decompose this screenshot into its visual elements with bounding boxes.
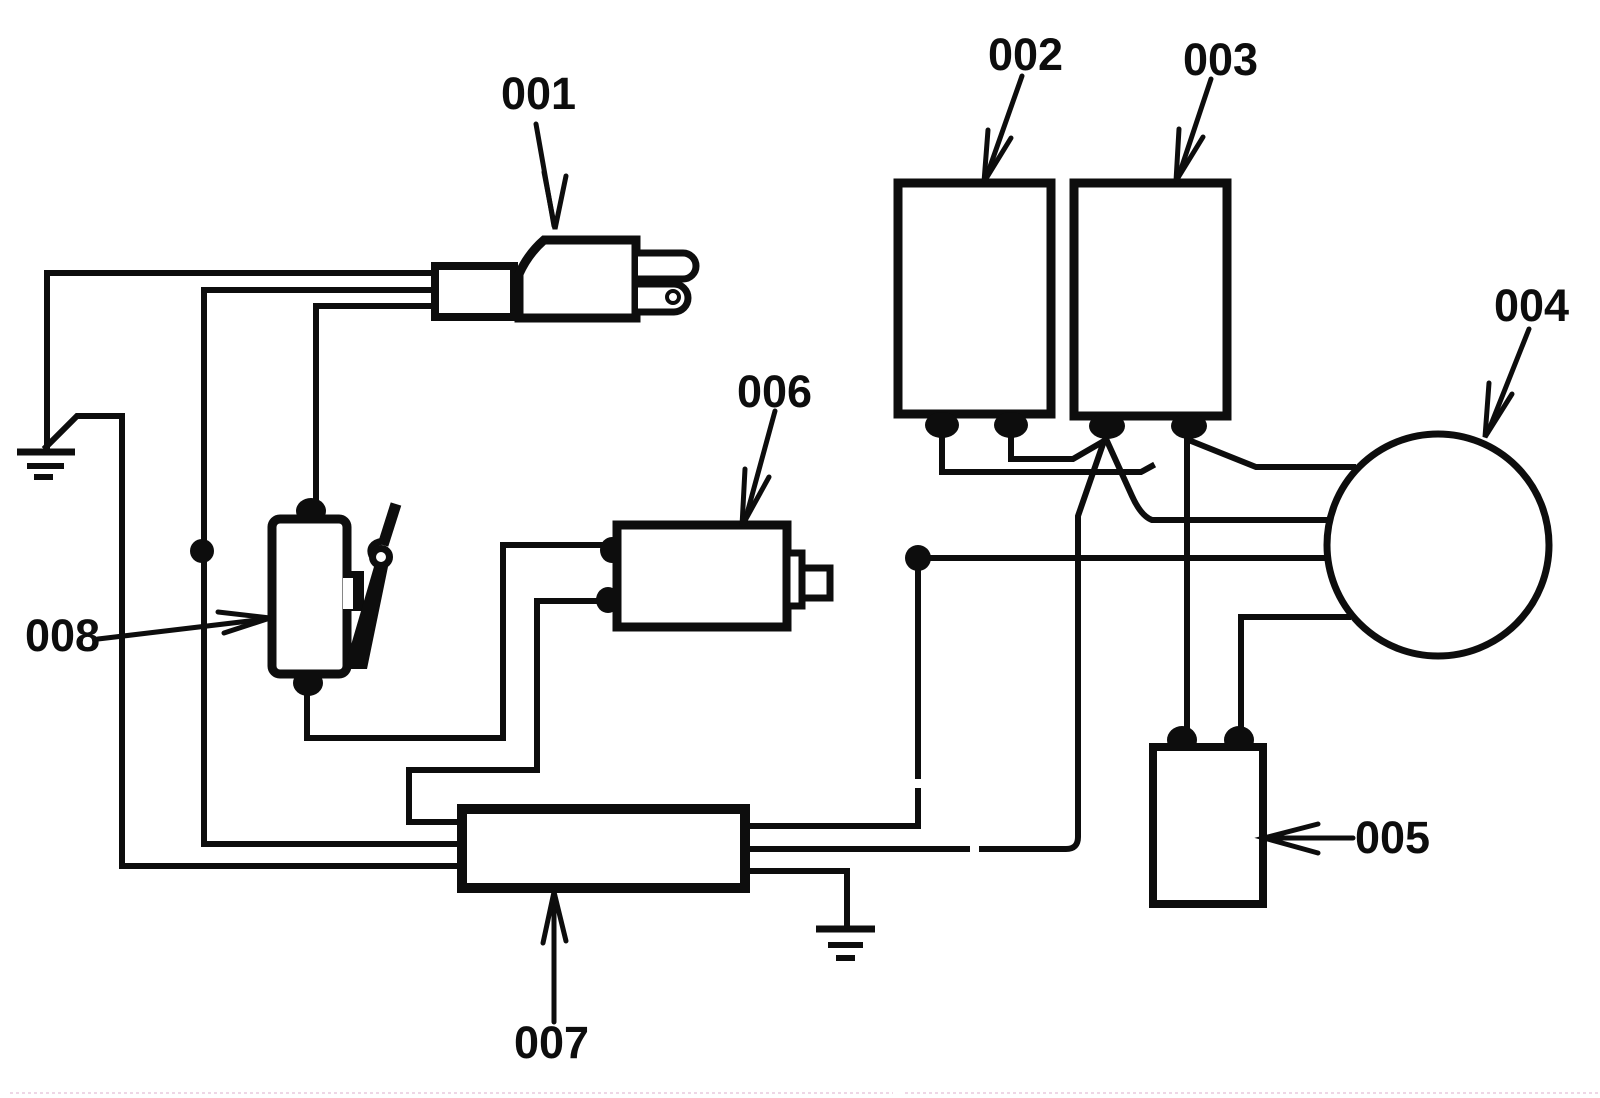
svg-text:002: 002 (988, 29, 1063, 80)
svg-text:001: 001 (501, 68, 576, 119)
svg-text:005: 005 (1355, 812, 1430, 863)
svg-text:007: 007 (514, 1017, 589, 1068)
svg-text:006: 006 (737, 366, 812, 417)
svg-text:008: 008 (25, 610, 100, 661)
svg-text:003: 003 (1183, 34, 1258, 85)
svg-text:004: 004 (1494, 280, 1569, 331)
